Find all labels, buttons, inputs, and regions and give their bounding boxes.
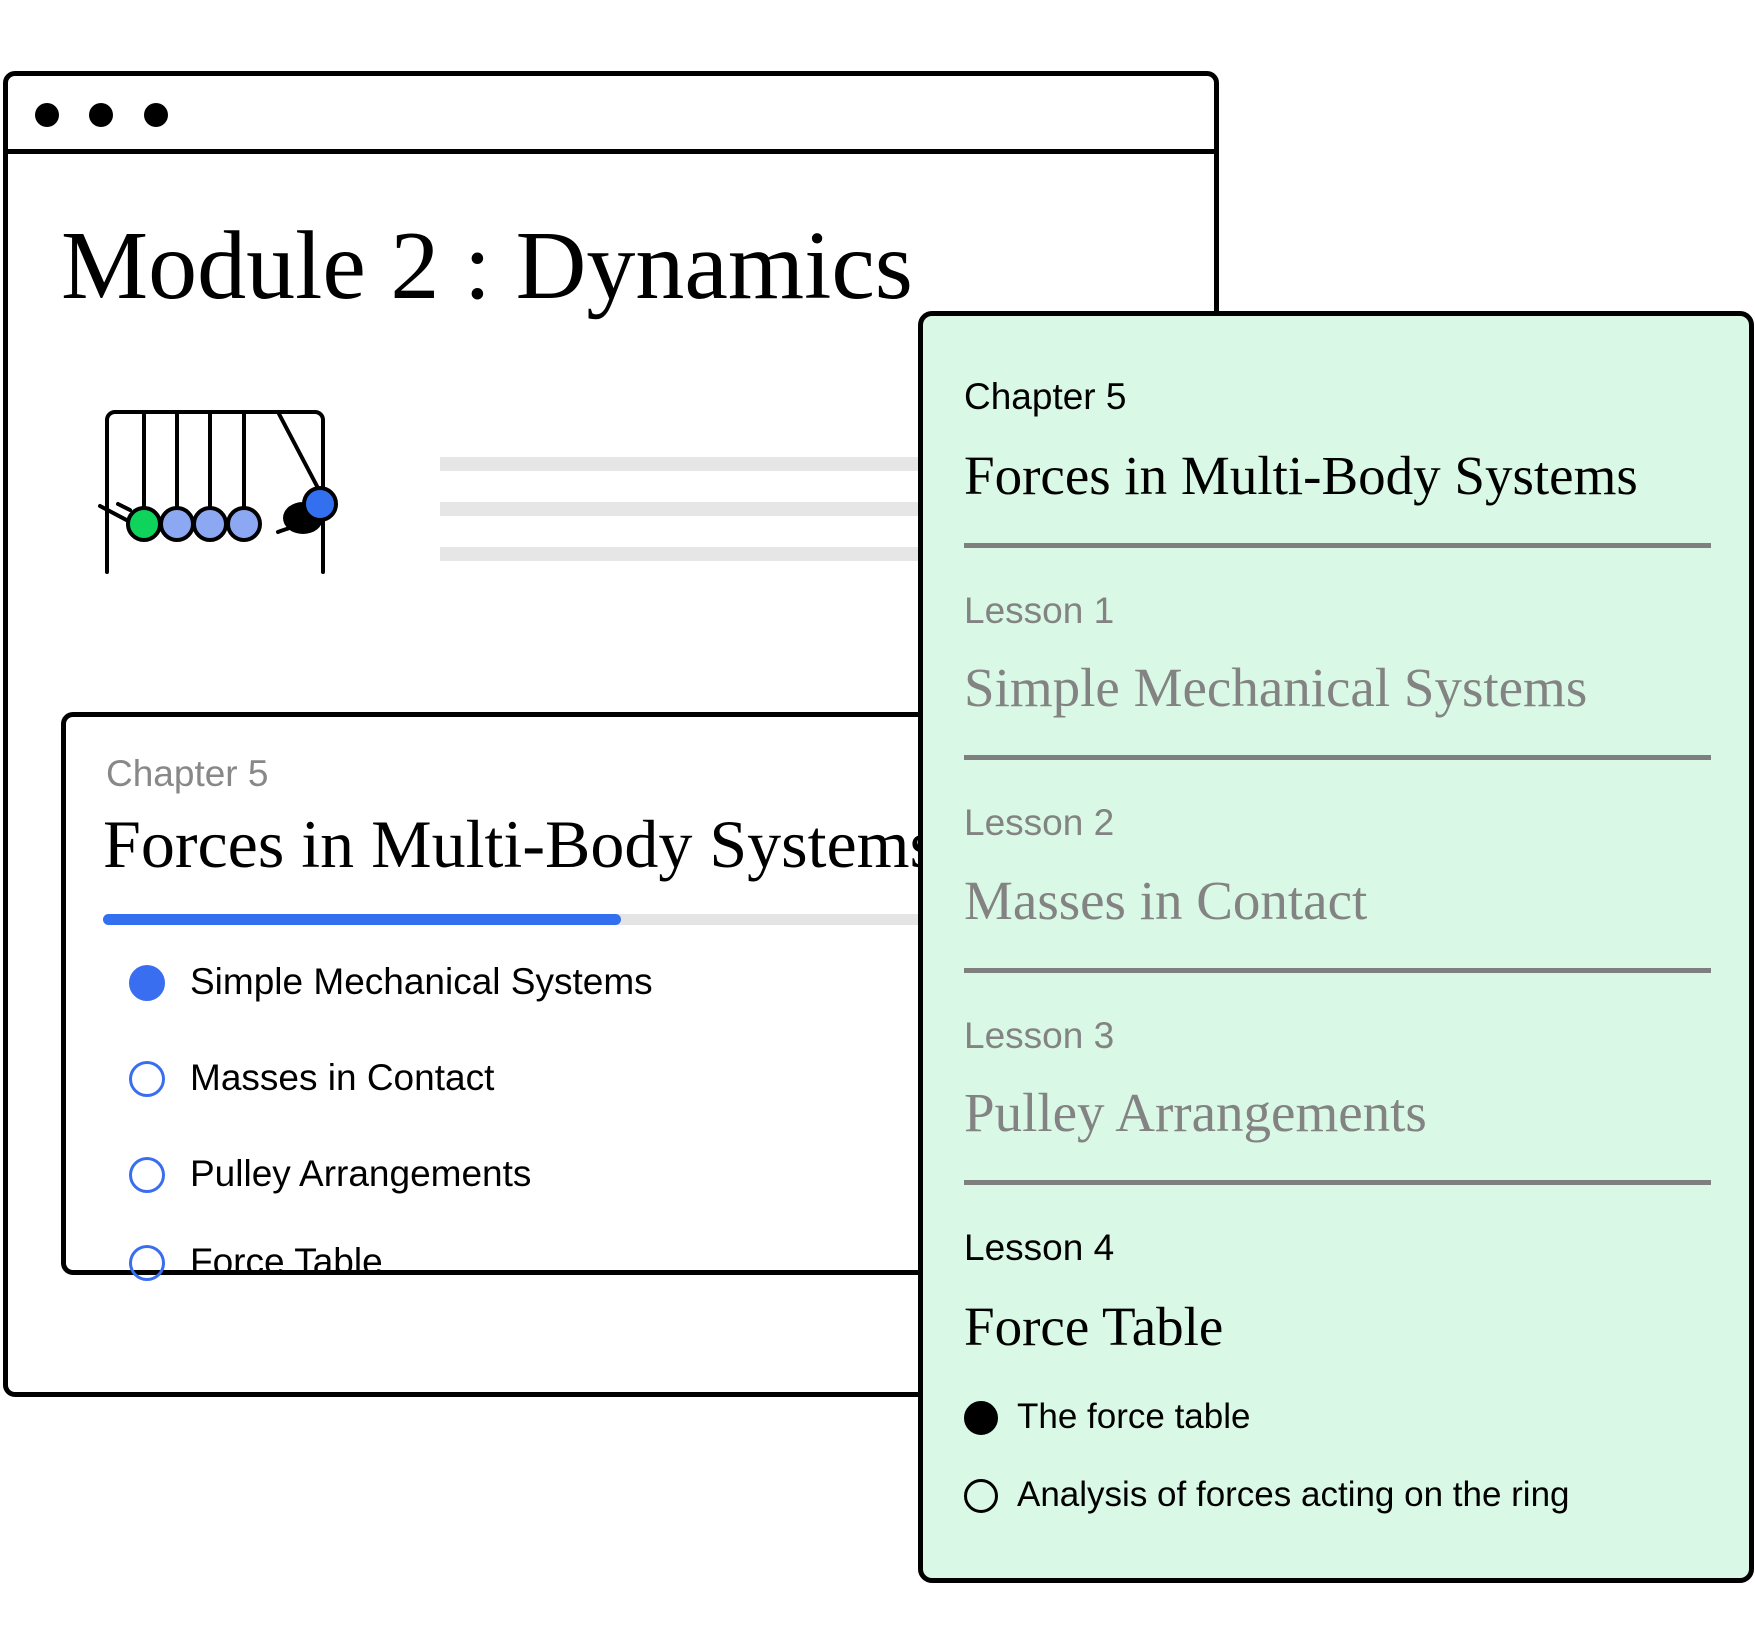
newtons-cradle-icon xyxy=(98,410,338,574)
chapter-title: Forces in Multi-Body Systems xyxy=(964,445,1638,506)
lesson-label: Lesson 3 xyxy=(964,1015,1115,1056)
lesson-item[interactable]: Masses in Contact xyxy=(190,1057,495,1098)
page-title: Module 2 : Dynamics xyxy=(61,212,913,320)
lesson-title-link[interactable]: Pulley Arrangements xyxy=(964,1082,1427,1143)
lesson-item[interactable]: Simple Mechanical Systems xyxy=(190,961,653,1002)
cradle-ball xyxy=(302,486,338,522)
lesson-item[interactable]: Force Table xyxy=(190,1241,383,1282)
cradle-ball xyxy=(126,506,162,542)
lesson-status-complete-icon[interactable] xyxy=(129,965,165,1001)
chapter-title: Forces in Multi-Body Systems xyxy=(103,806,937,882)
lesson-status-incomplete-icon[interactable] xyxy=(129,1157,165,1193)
placeholder-text-line xyxy=(440,457,960,471)
lesson-label: Lesson 2 xyxy=(964,802,1115,843)
topic-complete-icon[interactable] xyxy=(964,1401,998,1435)
chapter-card[interactable]: Chapter 5 Forces in Multi-Body Systems S… xyxy=(61,712,1071,1282)
window-control-dot[interactable] xyxy=(89,103,113,127)
placeholder-text-line xyxy=(440,547,960,561)
lesson-title-link[interactable]: Masses in Contact xyxy=(964,870,1368,931)
cradle-ball xyxy=(192,506,228,542)
window-titlebar xyxy=(8,76,1214,154)
window-control-dot[interactable] xyxy=(35,103,59,127)
cradle-ball xyxy=(159,506,195,542)
lesson-title-link[interactable]: Simple Mechanical Systems xyxy=(964,657,1588,718)
lesson-status-incomplete-icon[interactable] xyxy=(129,1061,165,1097)
divider xyxy=(964,968,1711,973)
window-control-dot[interactable] xyxy=(144,103,168,127)
chapter-progress-bar xyxy=(103,914,1063,925)
divider xyxy=(964,543,1711,548)
divider xyxy=(964,755,1711,760)
lesson-title-link[interactable]: Force Table xyxy=(964,1296,1224,1357)
topic-item[interactable]: Analysis of forces acting on the ring xyxy=(1017,1475,1570,1514)
lesson-label: Lesson 4 xyxy=(964,1227,1115,1268)
divider xyxy=(964,1180,1711,1185)
progress-fill xyxy=(103,914,622,925)
lesson-item[interactable]: Pulley Arrangements xyxy=(190,1153,532,1194)
topic-item[interactable]: The force table xyxy=(1017,1397,1251,1436)
placeholder-text-line xyxy=(440,502,960,516)
chapter-label: Chapter 5 xyxy=(106,753,269,794)
lesson-label: Lesson 1 xyxy=(964,590,1115,631)
topic-incomplete-icon[interactable] xyxy=(964,1479,998,1513)
chapter-outline-panel: Chapter 5 Forces in Multi-Body Systems L… xyxy=(918,311,1754,1583)
chapter-label: Chapter 5 xyxy=(964,376,1127,417)
cradle-ball xyxy=(226,506,262,542)
lesson-status-incomplete-icon[interactable] xyxy=(129,1245,165,1281)
